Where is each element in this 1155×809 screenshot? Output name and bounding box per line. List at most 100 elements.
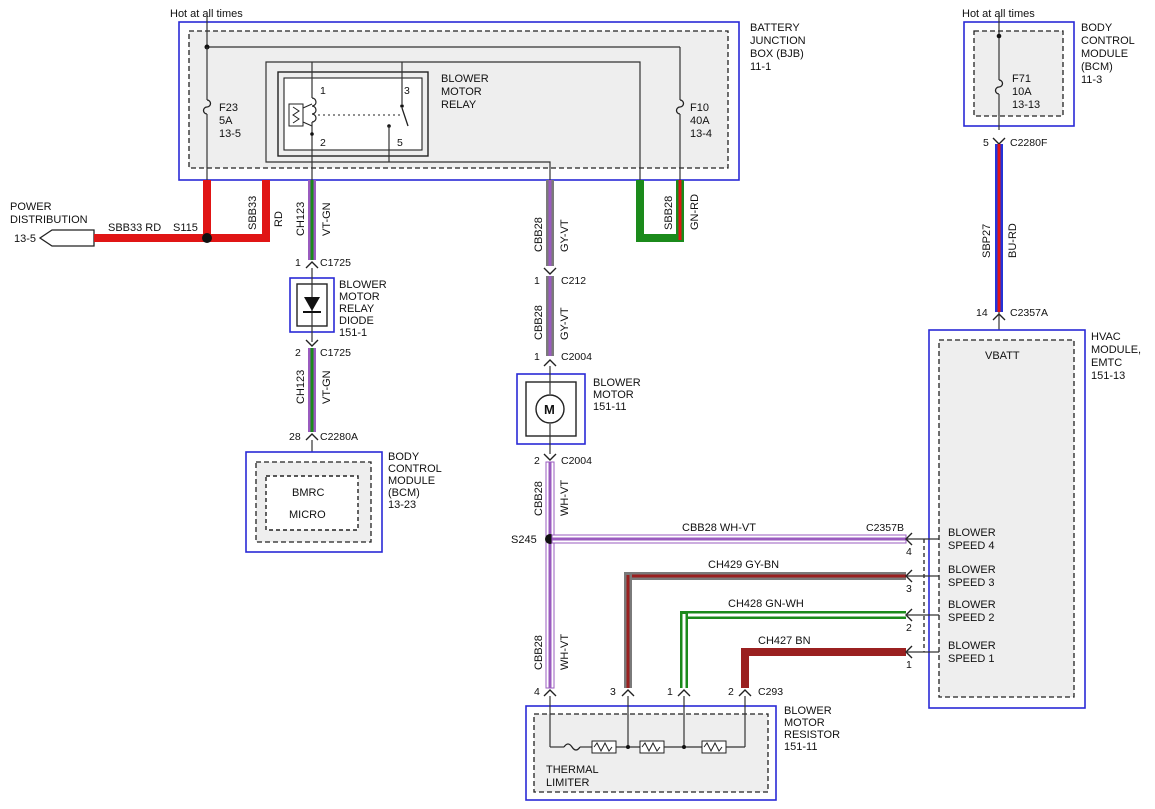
splice-s115-label: S115 — [173, 222, 198, 234]
hvac-speed-1: 1 BLOWER SPEED 1 — [905, 640, 996, 671]
fuse-f10-name: F10 — [690, 102, 709, 114]
sbb33-v-code: SBB33 — [247, 196, 259, 230]
cbb28-b-code: CBB28 — [533, 305, 545, 340]
resistor-1-icon — [591, 740, 617, 754]
fuse-f71-ref: 13-13 — [1012, 99, 1040, 111]
ch123-b-code: CH123 — [295, 370, 307, 404]
wire-ch428-label: CH428 GN-WH — [728, 598, 804, 610]
fuse-f10-amps: 40A — [690, 115, 710, 127]
c1725-bot-name: C1725 — [320, 347, 351, 359]
bcm-top-title-4: (BCM) — [1081, 61, 1113, 73]
c1725-top-pin: 1 — [295, 257, 301, 269]
relay-title-1: BLOWER — [441, 73, 489, 85]
splice-s115 — [202, 233, 212, 243]
power-dist-title-1: POWER — [10, 201, 52, 213]
diode-title-1: BLOWER — [339, 279, 387, 291]
speed-wires: CBB28 WH-VT C2357B CH429 GY-BN CH428 GN-… — [551, 522, 907, 688]
bcm-top-title-3: MODULE — [1081, 48, 1128, 60]
c2280a-pin: 28 — [289, 431, 301, 443]
hvac-title-2: MODULE, — [1091, 344, 1141, 356]
resistor-2-icon — [639, 740, 665, 754]
c1725-top-name: C1725 — [320, 257, 351, 269]
blower-motor-relay: BLOWER MOTOR RELAY 1 2 3 5 — [277, 62, 489, 182]
ch123-a-color: VT-GN — [321, 202, 333, 236]
bcm-bottom-title-2: CONTROL — [388, 463, 442, 475]
res-pin-1: 1 — [667, 686, 673, 698]
hvac-title-3: EMTC — [1091, 357, 1122, 369]
c2004-bot-name: C2004 — [561, 455, 592, 467]
diode-title-5: 151-1 — [339, 327, 367, 339]
bcm-top-title-1: BODY — [1081, 22, 1113, 34]
diode-title-4: DIODE — [339, 315, 374, 327]
diode-title-2: MOTOR — [339, 291, 380, 303]
relay-coil-circuit: CH123 VT-GN 1 C1725 BLOWER MOTOR RELAY D… — [289, 180, 387, 482]
c2004-bot-pin: 2 — [534, 455, 540, 467]
speed-1-line1: BLOWER — [948, 640, 996, 652]
bjb-title-2: JUNCTION — [750, 35, 806, 47]
wire-ch427-label: CH427 BN — [758, 635, 811, 647]
fuse-f10-ref: 13-4 — [690, 128, 712, 140]
relay-pin-5: 5 — [397, 137, 403, 149]
res-pin-2: 2 — [728, 686, 734, 698]
resistor-title-2: MOTOR — [784, 717, 825, 729]
resistor-title-4: 151-11 — [784, 741, 817, 753]
power-distribution: POWER DISTRIBUTION 13-5 SBB33 RD S115 SB… — [10, 180, 285, 247]
sbb28-color: GN-RD — [689, 194, 701, 230]
power-dist-title-2: DISTRIBUTION — [10, 214, 88, 226]
hvac-pin-3: 3 — [906, 583, 912, 595]
c2357b-name: C2357B — [866, 522, 904, 534]
bcm-bottom-line2: MICRO — [289, 509, 326, 521]
relay-pin-3: 3 — [404, 85, 410, 97]
res-pin-3: 3 — [610, 686, 616, 698]
speed-2-line2: SPEED 2 — [948, 612, 994, 624]
cbb28-a-code: CBB28 — [533, 217, 545, 252]
bcm-bottom-title-4: (BCM) — [388, 487, 420, 499]
blower-motor-relay-diode: BLOWER MOTOR RELAY DIODE 151-1 — [289, 268, 387, 342]
limiter-line1: THERMAL — [546, 764, 599, 776]
ch123-a-code: CH123 — [295, 202, 307, 236]
hvac-vbatt: VBATT — [985, 350, 1020, 362]
power-dist-ref: 13-5 — [14, 233, 36, 245]
relay-pin-1: 1 — [320, 85, 326, 97]
limiter-line2: LIMITER — [546, 777, 589, 789]
motor-title-3: 151-11 — [593, 401, 626, 413]
thermal-limiter-icon — [563, 743, 581, 751]
cbb28-c-code: CBB28 — [533, 481, 545, 516]
hvac-pin-4: 4 — [906, 546, 912, 558]
speed-4-line1: BLOWER — [948, 527, 996, 539]
cbb28-c-color: WH-VT — [559, 480, 571, 516]
bjb-title-4: 11-1 — [750, 61, 771, 73]
ch123-b-color: VT-GN — [321, 370, 333, 404]
c2280f-name: C2280F — [1010, 137, 1047, 149]
speed-3-line1: BLOWER — [948, 564, 996, 576]
fuse-f23-ref: 13-5 — [219, 128, 241, 140]
bcm-top-module: Hot at all times BODY CONTROL MODULE (BC… — [962, 8, 1135, 330]
bcm-bottom-title-1: BODY — [388, 451, 420, 463]
motor-title-2: MOTOR — [593, 389, 634, 401]
hvac-speed-4: 4 BLOWER SPEED 4 — [905, 527, 996, 558]
blower-motor-circuit: CBB28 GY-VT 1 C212 CBB28 GY-VT 1 C2004 M… — [511, 180, 641, 689]
bcm-bottom-module: BMRC MICRO BODY CONTROL MODULE (BCM) 13-… — [245, 451, 442, 553]
wire-ch429-label: CH429 GY-BN — [708, 559, 779, 571]
blower-motor: M BLOWER MOTOR 151-11 — [516, 366, 641, 454]
c1725-bot-pin: 2 — [295, 347, 301, 359]
hvac-speed-2: 2 BLOWER SPEED 2 — [905, 599, 996, 634]
relay-pin-2: 2 — [320, 137, 326, 149]
speed-3-line2: SPEED 3 — [948, 577, 994, 589]
hvac-pin-1: 1 — [906, 659, 912, 671]
sbp27-color: BU-RD — [1007, 223, 1019, 258]
resistor-title-1: BLOWER — [784, 705, 832, 717]
cbb28-d-code: CBB28 — [533, 635, 545, 670]
wire-cbb28-h-label: CBB28 WH-VT — [682, 522, 756, 534]
hvac-title-1: HVAC — [1091, 331, 1121, 343]
bcm-bottom-title-5: 13-23 — [388, 499, 416, 511]
relay-title-3: RELAY — [441, 99, 477, 111]
resistor-3-icon — [701, 740, 727, 754]
c2357a-pin: 14 — [976, 307, 988, 319]
sbb33-h-label: SBB33 RD — [108, 222, 161, 234]
battery-junction-box: Hot at all times BATTERY JUNCTION BOX (B… — [170, 8, 806, 182]
fuse-f71-amps: 10A — [1012, 86, 1032, 98]
bcm-bottom-line1: BMRC — [292, 487, 324, 499]
hvac-title-4: 151-13 — [1091, 370, 1125, 382]
res-pin-4: 4 — [534, 686, 540, 698]
